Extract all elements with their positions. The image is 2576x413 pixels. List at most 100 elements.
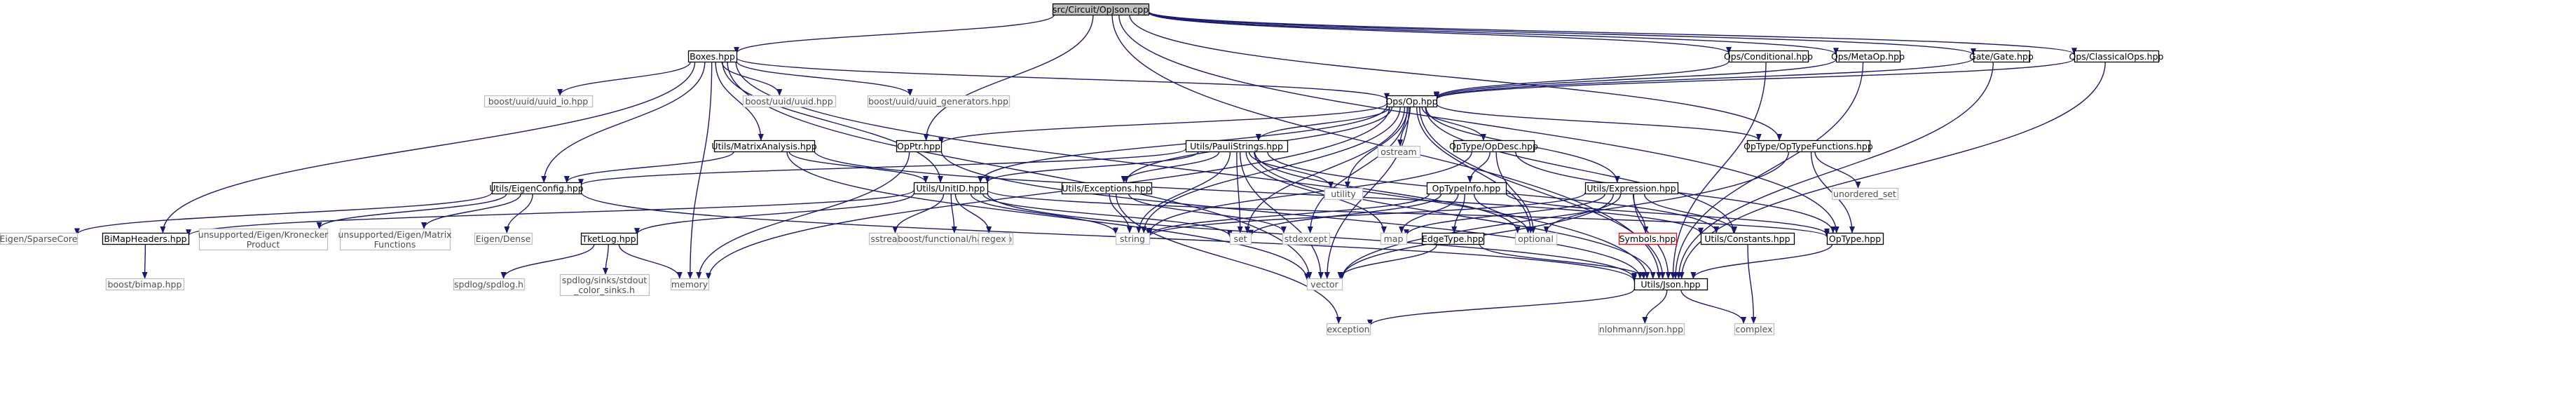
node-label-constants: Utils/Constants.hpp — [1704, 233, 1790, 244]
edge-tketlog-to-memory — [618, 243, 683, 279]
edge-exceptions-to-stdexcept — [1128, 193, 1287, 233]
node-box-metaop — [1835, 50, 1901, 63]
node-label-boxes: Boxes.hpp — [690, 51, 735, 62]
edge-opshpp-to-unitid — [978, 105, 1388, 183]
node-eigencfg[interactable]: Utils/EigenConfig.hpp — [489, 182, 584, 195]
node-box-uuid_gen — [867, 95, 1010, 108]
node-opcond[interactable]: Ops/Conditional.hpp — [1724, 50, 1813, 63]
node-label-string: string — [1120, 233, 1145, 244]
edge-opshpp-to-json — [1419, 106, 1666, 279]
edge-boxes-to-opshpp — [736, 57, 1390, 100]
edge-pauli-to-set — [1236, 151, 1243, 233]
edge-opshpp-to-utility — [1344, 106, 1409, 189]
node-label-metaop: Ops/MetaOp.hpp — [1831, 51, 1905, 62]
node-exceptions[interactable]: Utils/Exceptions.hpp — [1061, 182, 1153, 195]
node-bimap[interactable]: BiMapHeaders.hpp — [102, 232, 190, 245]
edge-unitid-to-bimap — [186, 189, 914, 237]
node-matrix[interactable]: Utils/MatrixAnalysis.hpp — [711, 140, 817, 153]
edge-matrix-to-unitid — [788, 151, 929, 183]
node-box-unitid — [913, 182, 989, 195]
node-opdesc[interactable]: OpType/OpDesc.hpp — [1449, 140, 1538, 153]
edge-optypefn-to-optype — [1810, 151, 1855, 233]
edge-unitid-to-optype — [987, 189, 1830, 238]
edge-root-to-boxes — [734, 14, 1055, 54]
node-edgetype[interactable]: EdgeType.hpp — [1421, 232, 1485, 245]
node-complex: complex — [1734, 323, 1775, 336]
node-box-root — [1052, 3, 1150, 16]
node-label-nlohmann: nlohmann/json.hpp — [1599, 324, 1683, 334]
node-box-memory — [670, 278, 710, 291]
node-box-set — [1229, 232, 1252, 245]
node-unitid[interactable]: Utils/UnitID.hpp — [913, 182, 989, 195]
node-metaop[interactable]: Ops/MetaOp.hpp — [1831, 50, 1905, 63]
node-optypeinfo[interactable]: OpTypeInfo.hpp — [1426, 182, 1507, 195]
node-exception: exception — [1326, 323, 1371, 336]
node-box-spdlogsinks — [559, 273, 650, 297]
edge-eigencfg-to-dense — [504, 193, 533, 233]
edge-optypeinfo-to-map — [1399, 193, 1459, 233]
node-expression[interactable]: Utils/Expression.hpp — [1584, 182, 1679, 195]
node-regex: regex — [978, 232, 1010, 245]
node-label-pauli: Utils/PauliStrings.hpp — [1190, 141, 1283, 151]
node-optype[interactable]: OpType.hpp — [1826, 232, 1884, 245]
edge-optypeinfo-to-optype — [1505, 192, 1830, 236]
edge-root-to-optypefn — [1129, 14, 1783, 141]
node-label-matrix: Utils/MatrixAnalysis.hpp — [711, 141, 816, 151]
node-label-gate: Gate/Gate.hpp — [1969, 51, 2034, 62]
node-label-symbols: Symbols.hpp — [1619, 233, 1676, 244]
node-vector: vector — [1306, 278, 1343, 291]
node-label-utility: utility — [1331, 189, 1356, 199]
node-symbols: Symbols.hpp — [1618, 232, 1678, 245]
node-box-sparse — [0, 232, 78, 245]
node-opptr[interactable]: OpPtr.hpp — [896, 140, 943, 153]
node-box-opcond — [1728, 50, 1809, 63]
edge-expression-to-optional — [1543, 193, 1622, 233]
node-box-optypeinfo — [1426, 182, 1507, 195]
node-label-bimap: BiMapHeaders.hpp — [104, 233, 186, 244]
edge-opshpp-to-constants — [1425, 106, 1736, 233]
node-box-exception — [1326, 323, 1371, 336]
edge-tketlog-to-spdlog — [500, 243, 595, 279]
node-label-uuid_io: boost/uuid/uuid_io.hpp — [488, 96, 589, 107]
node-label-expression: Utils/Expression.hpp — [1587, 183, 1676, 194]
node-spdlogsinks: spdlog/sinks/stdout_color_sinks.h — [559, 273, 650, 297]
node-constants[interactable]: Utils/Constants.hpp — [1700, 232, 1795, 245]
edge-opdesc-to-string — [1146, 151, 1472, 235]
node-label-json: Utils/Json.hpp — [1640, 279, 1700, 290]
edge-matrix-to-vector — [786, 151, 1310, 280]
edge-expression-to-map — [1404, 193, 1605, 237]
edge-tketlog-to-spdlogsinks — [603, 243, 609, 275]
edge-opshpp-to-string — [1141, 106, 1401, 233]
edge-optypeinfo-to-set — [1248, 193, 1442, 237]
edge-root-to-gate — [1148, 11, 1976, 55]
edge-edgetype-to-json — [1479, 243, 1647, 279]
edge-boxes-to-uuid_gen — [736, 60, 913, 96]
node-unordered: unordered_set — [1831, 187, 1899, 201]
edge-unitid-to-regex — [954, 193, 992, 233]
node-box-matrix — [713, 140, 816, 153]
node-box-tketlog — [580, 232, 638, 245]
node-json[interactable]: Utils/Json.hpp — [1633, 278, 1708, 291]
node-box-regex — [978, 232, 1010, 245]
node-pauli[interactable]: Utils/PauliStrings.hpp — [1185, 140, 1289, 153]
edge-pauli-to-eigencfg — [578, 148, 1186, 187]
node-box-expression — [1584, 182, 1679, 195]
edge-boxes-to-uuid_io — [557, 61, 692, 96]
node-optypefn[interactable]: OpType/OpTypeFunctions.hpp — [1743, 140, 1873, 153]
node-gate[interactable]: Gate/Gate.hpp — [1969, 50, 2034, 63]
node-dense: Eigen/Dense — [474, 232, 533, 245]
node-label-opcond: Ops/Conditional.hpp — [1724, 51, 1813, 62]
node-box-nlohmann — [1598, 323, 1685, 336]
node-opshpp[interactable]: Ops/Op.hpp — [1385, 95, 1438, 108]
node-set: set — [1229, 232, 1252, 245]
node-label-optypefn: OpType/OpTypeFunctions.hpp — [1743, 141, 1873, 151]
node-box-optypefn — [1746, 140, 1871, 153]
node-root[interactable]: src/Circuit/OpJson.cpp — [1052, 3, 1150, 16]
edge-constants-to-complex — [1747, 243, 1757, 324]
node-tketlog[interactable]: TketLog.hpp — [580, 232, 638, 245]
node-classical[interactable]: Ops/ClassicalOps.hpp — [2069, 50, 2164, 63]
node-boxes[interactable]: Boxes.hpp — [687, 50, 738, 63]
node-box-opshpp — [1386, 95, 1438, 108]
